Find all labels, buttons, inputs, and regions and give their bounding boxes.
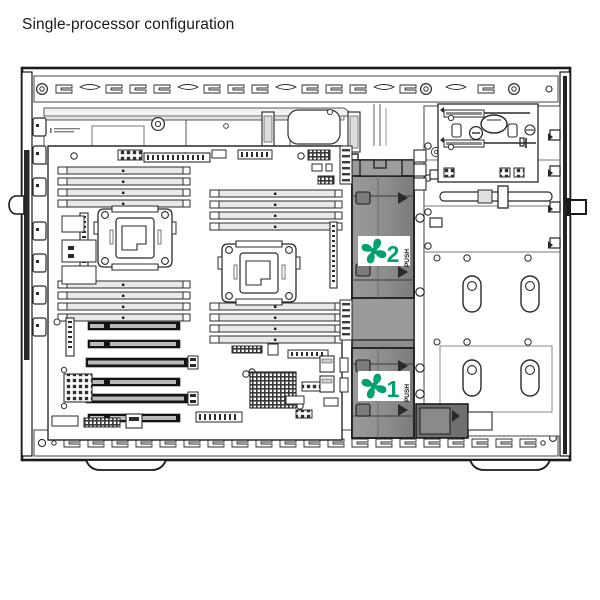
- pci-slot-2: [87, 339, 181, 349]
- processor-socket-1: [93, 205, 177, 271]
- left-mount-clips: [32, 117, 47, 337]
- dimm-bank-2: [57, 280, 191, 322]
- midplane-connectors: [413, 149, 427, 399]
- fan-icon: [361, 373, 387, 399]
- fan-module-2[interactable]: 2 PUSH: [351, 159, 415, 299]
- board-headers: [117, 149, 335, 198]
- pci-slot-1: [87, 321, 181, 331]
- dimm-bank-3: [209, 189, 343, 231]
- cable-routing: [373, 104, 387, 146]
- top-vent-row: [33, 75, 559, 103]
- system-board: [47, 145, 359, 441]
- backplane-connector: [329, 221, 338, 289]
- fan-1-number: 1: [387, 376, 400, 402]
- pci-slot-5: [85, 391, 199, 406]
- processor-socket-2: [217, 240, 301, 306]
- power-module-area: [437, 103, 553, 209]
- dimm-bank-1: [57, 166, 191, 208]
- fan-1-push-label: PUSH: [404, 384, 411, 402]
- fan-2-push-label: PUSH: [404, 249, 411, 267]
- voltage-regulators: [61, 215, 97, 285]
- board-io-headers: [51, 343, 349, 429]
- power-supply-block: [415, 403, 493, 439]
- fan-module-1[interactable]: 1 PUSH: [351, 347, 415, 439]
- pci-slot-3: [85, 355, 199, 370]
- fan-icon: [361, 238, 387, 264]
- page-title: Single-processor configuration: [22, 16, 235, 33]
- pci-slot-4: [87, 377, 181, 387]
- fan-2-number: 2: [387, 241, 400, 267]
- air-baffle: [339, 145, 353, 341]
